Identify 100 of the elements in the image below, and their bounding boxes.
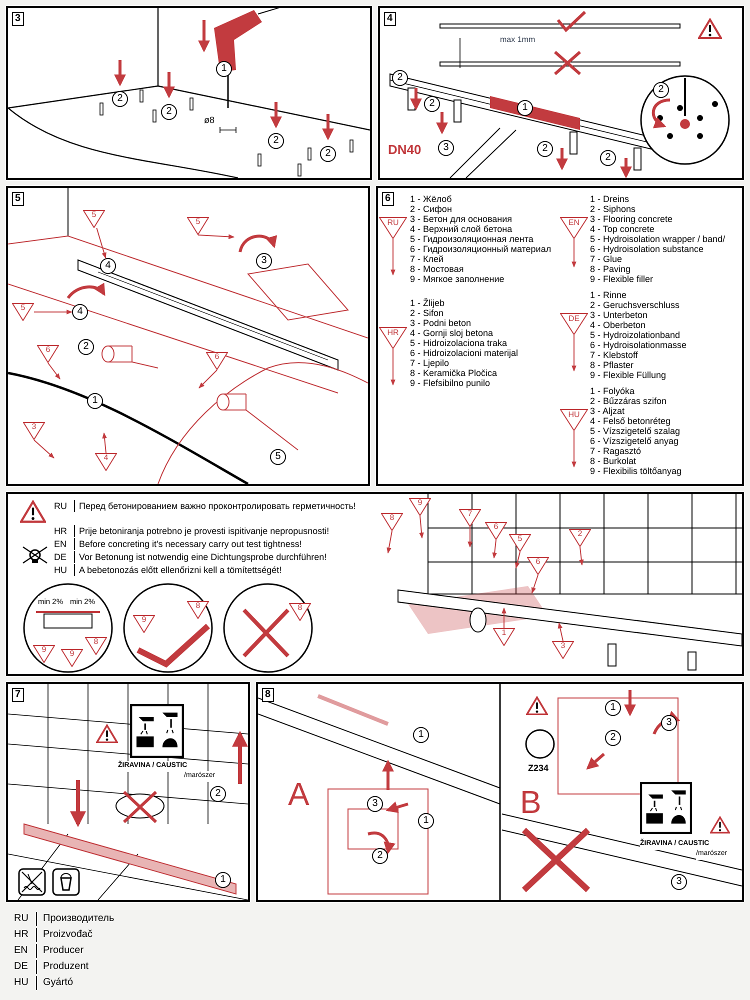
- callout-triangle: 9: [409, 498, 431, 516]
- part-list-item: 7 - Klebstoff: [590, 350, 638, 360]
- part-list-item: 5 - Гидроизоляционная лента: [410, 234, 534, 244]
- leader-arrow: [102, 432, 107, 454]
- leader-arrow: [558, 622, 564, 642]
- leader-arrow: [531, 574, 538, 594]
- callout-number: 2: [161, 104, 177, 120]
- callout-number: 2: [537, 141, 553, 157]
- language-code: HR: [14, 928, 28, 942]
- part-list-item: 4 - Верхний слой бетона: [410, 224, 512, 234]
- callout-triangle: 9: [33, 645, 55, 663]
- part-list-item: 9 - Flefsibilno punilo: [410, 378, 490, 388]
- leader-arrow: [572, 334, 576, 372]
- language-code: HU: [14, 976, 28, 990]
- leader-arrow: [468, 526, 472, 548]
- callout-triangle: 6: [527, 557, 549, 575]
- leader-arrow: [579, 546, 584, 566]
- part-list-item: 5 - Hydroizolationband: [590, 330, 680, 340]
- callout-number: 3: [438, 140, 454, 156]
- leader-arrow: [419, 516, 424, 539]
- part-list-item: 4 - Oberbeton: [590, 320, 646, 330]
- callout-triangle: 5: [12, 303, 34, 321]
- part-list-item: 3 - Podni beton: [410, 318, 472, 328]
- callout-number: 2: [210, 786, 226, 802]
- leader-arrow: [390, 348, 396, 386]
- pipe-size-label: DN40: [388, 141, 422, 159]
- part-list-item: 1 - Rinne: [590, 290, 627, 300]
- part-list-item: 8 - Pflaster: [590, 360, 634, 370]
- callout-triangle: 7: [459, 509, 481, 527]
- part-list-item: 4 - Top concrete: [590, 224, 654, 234]
- part-list-item: 6 - Vízszigetelő anyag: [590, 436, 679, 446]
- part-list-item: 7 - Ljepilo: [410, 358, 450, 368]
- callout-triangle: DE: [560, 313, 588, 335]
- leader-arrow: [572, 430, 576, 468]
- callout-triangle: 3: [552, 641, 574, 659]
- leader-arrow: [34, 310, 73, 314]
- part-list-item: 1 - Žlijeb: [410, 298, 445, 308]
- part-list-item: 2 - Sifon: [410, 308, 444, 318]
- part-list-item: 5 - Hidroizolaciona traka: [410, 338, 508, 348]
- callout-number: 3: [367, 796, 383, 812]
- step-number: 5: [12, 192, 24, 206]
- tolerance-label: max 1mm: [500, 34, 536, 46]
- part-list-item: 1 - Folyóka: [590, 386, 635, 396]
- part-list-item: 6 - Hidroizolacioni materijal: [410, 348, 518, 358]
- leader-arrow: [34, 440, 54, 458]
- callout-number: 1: [605, 700, 621, 716]
- part-list-item: 9 - Flexible filler: [590, 274, 654, 284]
- leader-arrow: [572, 238, 576, 268]
- leader-arrow: [502, 607, 506, 628]
- leader-arrow: [96, 228, 106, 259]
- part-list-item: 2 - Geruchsverschluss: [590, 300, 680, 310]
- callout-number: 4: [100, 258, 116, 274]
- callout-number: 2: [78, 339, 94, 355]
- callout-number: 2: [320, 146, 336, 162]
- leader-arrow: [514, 552, 520, 569]
- language-code: DE: [14, 960, 28, 974]
- part-list-item: 8 - Мостовая: [410, 264, 464, 274]
- callout-triangle: 1: [493, 628, 515, 646]
- callout-number: 2: [605, 730, 621, 746]
- part-list-item: 9 - Flexible Füllung: [590, 370, 666, 380]
- callout-triangle: 5: [83, 210, 105, 228]
- part-list-item: 1 - Dreins: [590, 194, 630, 204]
- language-code: RU: [54, 500, 67, 512]
- callout-triangle: 2: [569, 529, 591, 547]
- leader-arrow: [198, 370, 218, 388]
- warning-text: Before concreting it's necessary carry out test tightness!: [74, 538, 302, 550]
- leader-arrow: [386, 530, 392, 554]
- callout-number: 1: [87, 393, 103, 409]
- callout-number: 1: [215, 872, 231, 888]
- callout-triangle: 5: [187, 217, 209, 235]
- callout-triangle: 6: [37, 345, 59, 363]
- callout-triangle: 8: [289, 603, 311, 621]
- part-list-item: 9 - Flexibilis töltőanyag: [590, 466, 682, 476]
- language-code: HR: [54, 525, 67, 537]
- language-code: EN: [54, 538, 67, 550]
- producer-label: Produzent: [36, 960, 89, 974]
- callout-triangle: 4: [95, 453, 117, 471]
- callout-triangle: HR: [379, 327, 407, 349]
- warning-text: Prije betoniranja potrebno je provesti ispitivanje nepropusnosti!: [74, 525, 330, 537]
- step-number: 8: [262, 688, 274, 702]
- part-list-item: 6 - Hydroisolationmasse: [590, 340, 687, 350]
- step-number: 4: [384, 12, 396, 26]
- leader-arrow: [492, 540, 497, 559]
- callout-triangle: 6: [485, 522, 507, 540]
- callout-number: 3: [661, 715, 677, 731]
- part-list-item: 8 - Keramička Pločica: [410, 368, 498, 378]
- callout-triangle: 8: [381, 513, 403, 531]
- part-list-item: 2 - Siphons: [590, 204, 636, 214]
- part-list-item: 7 - Glue: [590, 254, 622, 264]
- part-list-item: 7 - Ragasztó: [590, 446, 642, 456]
- part-list-item: 7 - Клей: [410, 254, 444, 264]
- leader-arrow: [390, 238, 396, 276]
- callout-number: 3: [671, 874, 687, 890]
- part-list-item: 8 - Burkolat: [590, 456, 636, 466]
- part-list-item: 3 - Flooring concrete: [590, 214, 673, 224]
- callout-number: 5: [270, 449, 286, 465]
- callout-number: 1: [418, 813, 434, 829]
- callout-triangle: 8: [187, 601, 209, 619]
- callout-number: 2: [372, 848, 388, 864]
- callout-triangle: 6: [206, 352, 228, 370]
